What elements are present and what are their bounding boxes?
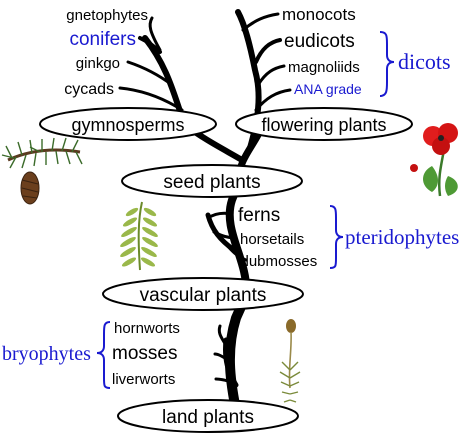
twig-ginkgo: [126, 60, 174, 87]
leaf-conifers: conifers: [69, 29, 136, 50]
twig-monocots: [241, 12, 280, 32]
pine-branch-icon: [1, 137, 83, 205]
brace-bryophytes: [96, 321, 111, 389]
twig-ana-grade: [254, 88, 292, 112]
label-pteridophytes: pteridophytes: [345, 225, 459, 249]
label-land-plants: land plants: [162, 407, 254, 428]
leaf-mosses: mosses: [112, 343, 177, 364]
tree-branches: [118, 9, 292, 415]
twig-ferns: [206, 211, 234, 220]
fern-frond-icon: [120, 201, 158, 271]
leaf-hornworts: hornworts: [114, 320, 180, 337]
leaf-ana-grade: ANA grade: [294, 81, 362, 97]
group-pteridophytes: pteridophytes: [329, 205, 459, 269]
twig-gnetophytes: [148, 16, 162, 52]
poppy-flower-icon: [410, 123, 458, 197]
label-flowering-plants: flowering plants: [261, 115, 386, 135]
node-flowering-plants: flowering plants: [235, 107, 413, 141]
label-bryophytes: bryophytes: [2, 343, 91, 365]
twig-liverworts: [214, 377, 234, 384]
pteridophyte-leaves: ferns horsetails clubmosses: [238, 205, 317, 270]
brace-dicots: [379, 31, 395, 97]
moss-sporophyte-icon: [279, 319, 301, 403]
leaf-gnetophytes: gnetophytes: [66, 7, 148, 24]
leaf-clubmosses: clubmosses: [238, 253, 317, 270]
twig-magnoliids: [256, 64, 286, 87]
twig-conifers: [138, 36, 162, 54]
group-dicots: dicots: [379, 31, 451, 97]
label-dicots: dicots: [398, 49, 451, 74]
twig-horsetails: [212, 230, 238, 240]
leaf-cycads: cycads: [64, 81, 114, 98]
label-vascular-plants: vascular plants: [140, 285, 267, 306]
leaf-eudicots: eudicots: [284, 31, 355, 52]
leaf-monocots: monocots: [282, 5, 356, 24]
label-gymnosperms: gymnosperms: [71, 115, 184, 135]
node-land-plants: land plants: [117, 399, 299, 433]
group-bryophytes: bryophytes: [2, 321, 111, 389]
node-gymnosperms: gymnosperms: [39, 107, 217, 141]
leaf-liverworts: liverworts: [112, 371, 175, 388]
bryophyte-leaves: hornworts mosses liverworts: [112, 320, 180, 388]
node-seed-plants: seed plants: [121, 164, 303, 198]
node-vascular-plants: vascular plants: [102, 277, 304, 311]
twig-mosses: [213, 352, 230, 362]
leaf-horsetails: horsetails: [240, 231, 304, 248]
leaf-ferns: ferns: [238, 205, 280, 226]
angiosperm-leaves: monocots eudicots magnoliids ANA grade: [282, 5, 362, 97]
twig-eudicots: [254, 38, 282, 64]
twig-cycads: [118, 86, 184, 112]
brace-pteridophytes: [329, 205, 344, 269]
leaf-ginkgo: ginkgo: [76, 55, 120, 72]
leaf-magnoliids: magnoliids: [288, 59, 360, 76]
twig-clubmosses: [224, 242, 248, 262]
gymnosperm-leaves: gnetophytes conifers ginkgo cycads: [64, 7, 148, 98]
twig-hornworts: [217, 324, 228, 347]
label-seed-plants: seed plants: [163, 172, 260, 193]
